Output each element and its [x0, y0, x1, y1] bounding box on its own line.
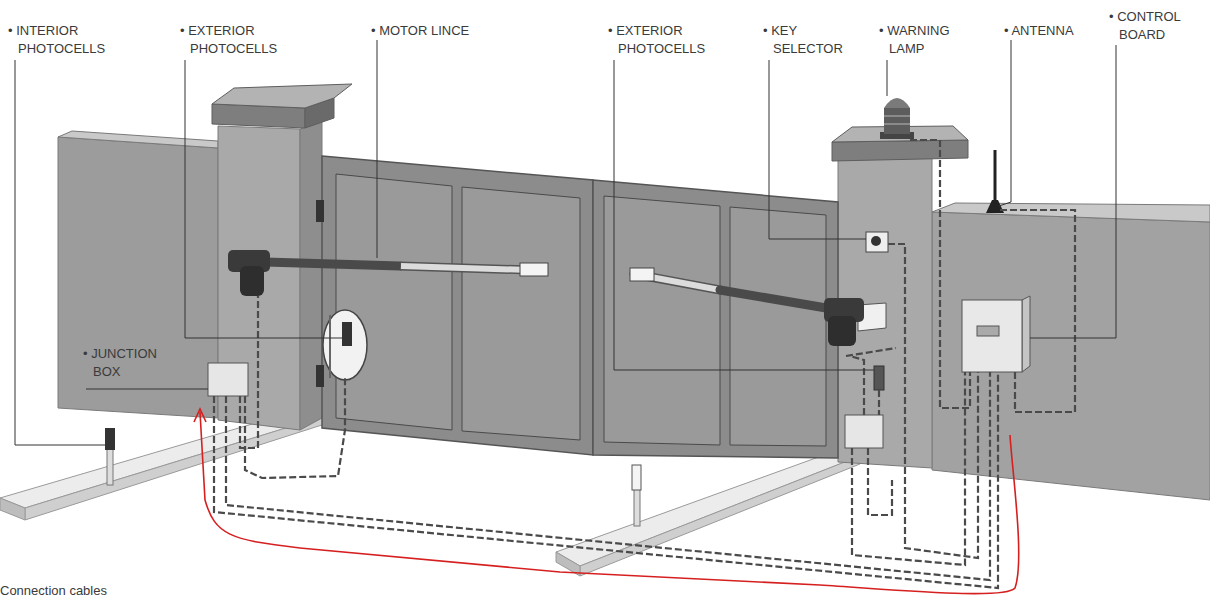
- motor-arm: [720, 290, 838, 310]
- photocell: [342, 322, 352, 346]
- connection-cable: [868, 448, 892, 515]
- callout-label: • KEY SELECTOR: [763, 22, 843, 58]
- control-board-side: [1022, 296, 1030, 372]
- junction-box: [845, 415, 883, 448]
- arm-fitting: [520, 263, 548, 276]
- ground-beam: [580, 456, 860, 576]
- leader-line: [185, 60, 342, 338]
- leader-line: [1030, 45, 1116, 338]
- motor: [240, 266, 264, 296]
- callout-label: • INTERIOR PHOTOCELLS: [8, 22, 108, 58]
- connection-cable: [240, 296, 258, 448]
- connection-cable: [910, 140, 970, 408]
- gate-panel: [604, 196, 720, 445]
- key-lock: [871, 236, 881, 246]
- junction-box: [208, 363, 248, 396]
- callout-label: • MOTOR LINCE: [371, 22, 469, 40]
- arm-fitting: [630, 268, 654, 281]
- motor-arm: [265, 262, 400, 266]
- leader-line: [999, 40, 1011, 206]
- callout-label: • CONTROL BOARD: [1109, 8, 1189, 44]
- wall: [932, 212, 1210, 500]
- motor: [828, 316, 856, 346]
- red-arrowhead: [194, 409, 206, 422]
- leader-line: [86, 389, 208, 390]
- callout-label: • EXTERIOR PHOTOCELLS: [608, 22, 708, 58]
- pillar-cap: [832, 140, 968, 161]
- connection-cable: [226, 372, 990, 580]
- motor-arm: [400, 266, 530, 270]
- leader-line: [377, 40, 378, 258]
- wall: [58, 137, 218, 418]
- callout-label: • EXTERIOR PHOTOCELLS: [180, 22, 280, 58]
- photocell: [632, 465, 641, 490]
- pillar-edge: [329, 315, 331, 378]
- hinge: [316, 200, 324, 222]
- warning-lamp: [884, 98, 910, 108]
- gate-panel: [730, 207, 826, 446]
- leader-group: [15, 40, 1116, 445]
- gate-panel: [462, 187, 580, 440]
- leader-line: [887, 60, 888, 96]
- control-board: [962, 300, 1022, 372]
- connection-cable: [245, 378, 345, 478]
- ground-beam: [0, 498, 25, 520]
- connection-cable: [852, 372, 965, 565]
- cutout: [323, 310, 367, 380]
- connection-cable: [850, 356, 864, 415]
- callout-label: • WARNING LAMP: [879, 22, 959, 58]
- red-route: [200, 412, 1019, 594]
- wall-top: [58, 131, 218, 148]
- leader-line: [614, 60, 874, 370]
- gate-leaf: [593, 180, 838, 458]
- warning-lamp: [884, 108, 910, 134]
- gate-leaf: [322, 156, 593, 455]
- pillar-cap: [212, 84, 352, 108]
- connection-cable: [214, 372, 998, 588]
- gate-panel: [336, 174, 452, 430]
- motor-arm: [401, 266, 529, 270]
- cable-group: [214, 140, 1075, 588]
- control-board-window: [977, 326, 999, 336]
- connection-cable: [878, 390, 880, 415]
- antenna: [994, 150, 997, 205]
- callout-label: Connection cables: [0, 582, 107, 600]
- leader-line: [15, 60, 105, 445]
- wall-top: [932, 203, 1210, 222]
- key-selector: [866, 232, 888, 252]
- lamp-stripe: [884, 115, 910, 117]
- leader-line: [769, 60, 866, 239]
- photocell: [874, 366, 884, 390]
- callout-label: • ANTENNA: [1004, 22, 1074, 40]
- ground-beam: [25, 416, 325, 520]
- callout-label: • JUNCTION BOX: [83, 345, 165, 381]
- connection-cable: [846, 348, 896, 356]
- lamp-stripe: [884, 123, 910, 125]
- connection-cable: [1000, 210, 1075, 412]
- photocell: [105, 428, 115, 450]
- hinge: [316, 365, 324, 387]
